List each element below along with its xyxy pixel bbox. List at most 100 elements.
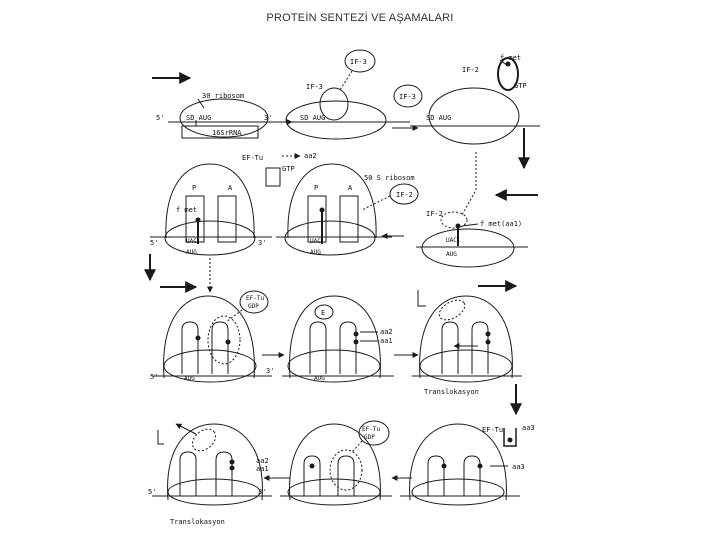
small-subunit [412,479,504,505]
codon-label: AUG [310,249,321,256]
p-site [310,322,326,374]
translocation-step-9 [412,286,522,382]
small-subunit [288,479,380,505]
aa-dot [320,208,325,213]
aa-dot [196,218,201,223]
aa3-label: aa3 [522,424,535,432]
large-subunit [290,296,381,378]
if3-label: IF-3 [306,83,323,91]
p-site [186,196,204,242]
ef-tu-label: EF-Tu [482,426,503,434]
sd-aug-label: SD AUG [426,114,451,122]
elongation-step-10 [400,424,520,505]
site-e-label: E [321,309,325,317]
ribosome-50-label: 50 S ribosom [364,174,415,182]
aa-dot [230,466,235,471]
ef-tu-leader [352,441,362,452]
if3-callout-label: IF-3 [399,93,416,101]
aa1-label: aa1 [380,337,393,345]
fmet-label: f met [500,54,521,62]
small-subunit [420,350,512,382]
sd-aug-label: SD AUG [300,114,325,122]
initiation-step-2 [286,50,410,139]
aa-dot [486,332,491,337]
rrna-16s-label: 16SrRNA [212,129,242,137]
gdp-label: GDP [248,303,259,310]
small-subunit [168,479,260,505]
a-site [212,322,228,374]
p-site [308,196,326,242]
aa-dot [508,438,513,443]
three-prime-label: 3' [258,488,266,496]
anticodon-label: UAC [446,237,457,244]
ef-tu-complex [504,428,516,446]
a-site [472,322,488,374]
gtp-label: GTP [514,82,527,90]
site-p-label: P [192,184,196,192]
large-subunit [410,424,507,500]
a-site [464,456,480,496]
gtp-label: GTP [282,165,295,173]
translocation-label: Translokasyon [170,518,225,526]
anticodon-label: UAC [186,238,197,245]
a-site [216,452,232,496]
three-prime-label: 3' [266,367,274,375]
ef-tu-label: EF-Tu [362,426,380,433]
elongation-step-12 [152,424,272,505]
sd-aug-label: SD AUG [186,114,211,122]
aa-dot [354,340,359,345]
codon-label: AUG [184,375,195,382]
aa-dot [310,464,315,469]
five-prime-label: 5' [150,239,158,247]
large-subunit [166,164,254,238]
p-site [180,452,196,496]
codon-label: AUG [186,249,197,256]
if2-leader [362,196,390,210]
aa-dot [456,224,461,229]
if2-label: IF-2 [462,66,479,74]
aa-dot [478,464,483,469]
aa1-label: aa1 [256,465,269,473]
aa-dot [196,336,201,341]
aa2-label: aa2 [304,152,317,160]
small-subunit [165,221,255,255]
fmet-label: f met [176,206,197,214]
full-ribosome-step-6 [150,156,300,255]
if2-label: IF-2 [426,210,443,218]
aa-dot [354,332,359,337]
aa-dot [506,62,511,67]
stage-marker [418,290,426,306]
five-prime-label: 5' [156,114,164,122]
three-prime-label: 3' [258,239,266,247]
small-subunit [285,221,375,255]
gdp-label: GDP [364,434,375,441]
ef-tu-label: EF-Tu [246,295,264,302]
elongation-step-11 [280,421,392,505]
five-prime-label: 5' [148,488,156,496]
p-site [182,322,198,374]
elongation-step-8 [282,296,394,382]
large-subunit [420,296,513,378]
ribosome-label-leader [198,99,204,108]
aa3-label: aa3 [512,463,525,471]
stage-marker [158,430,164,444]
small-subunit [164,350,256,382]
ef-tu-label: EF-Tu [242,154,263,162]
codon-label: AUG [446,251,457,258]
small-subunit [288,350,380,382]
five-prime-label: 5' [150,373,158,381]
site-p-label: P [314,184,318,192]
fmet-aa1-label: f met(aa1) [480,220,522,228]
dashed-path-to-50s [462,152,476,215]
ribosome-30-label: 30 ribosom [202,92,244,100]
if3-callout-leader [340,71,352,90]
site-a-label: A [348,184,353,192]
aa-dot [442,464,447,469]
anticodon-label: UAC [310,238,321,245]
three-prime-label: 3' [264,114,272,122]
small-subunit [422,229,514,267]
a-site [340,196,358,242]
site-a-label: A [228,184,233,192]
p-site [428,456,444,496]
